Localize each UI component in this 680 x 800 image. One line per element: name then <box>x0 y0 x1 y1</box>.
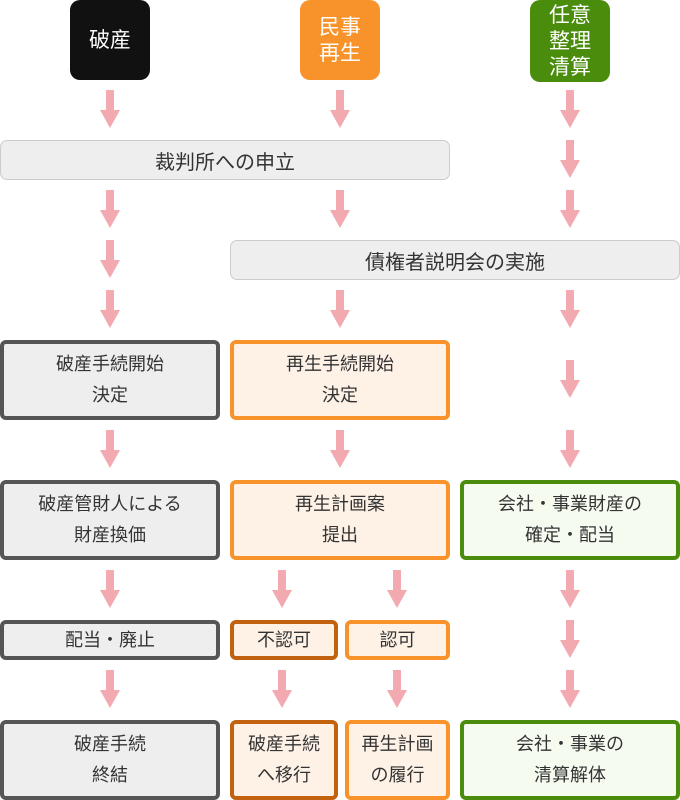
down-arrow-icon <box>330 190 350 228</box>
step-trustee-liquidation-label: 破産管財人による 財産換価 <box>38 494 182 546</box>
down-arrow-icon <box>330 290 350 328</box>
step-rehab-plan-label: 再生計画案 提出 <box>295 494 385 546</box>
step-bankruptcy-start: 破産手続開始 決定 <box>0 340 220 420</box>
header-bankruptcy-label: 破産 <box>89 28 131 52</box>
step-liquidation-dissolution-label: 会社・事業の 清算解体 <box>516 734 624 786</box>
step-to-bankruptcy-label: 破産手続 へ移行 <box>248 734 320 786</box>
down-arrow-icon <box>272 670 292 708</box>
down-arrow-icon <box>560 140 580 178</box>
step-distribution-abolition-label: 配当・廃止 <box>65 629 155 651</box>
down-arrow-icon <box>100 240 120 278</box>
down-arrow-icon <box>100 570 120 608</box>
header-civil-rehabilitation-label: 民事再生 <box>319 15 361 65</box>
step-bankruptcy-start-label: 破産手続開始 決定 <box>56 354 164 406</box>
down-arrow-icon <box>100 190 120 228</box>
step-plan-execution: 再生計画 の履行 <box>345 720 450 800</box>
down-arrow-icon <box>272 570 292 608</box>
down-arrow-icon <box>560 290 580 328</box>
down-arrow-icon <box>387 570 407 608</box>
down-arrow-icon <box>330 430 350 468</box>
step-to-bankruptcy: 破産手続 へ移行 <box>230 720 338 800</box>
down-arrow-icon <box>100 670 120 708</box>
step-approved-label: 認可 <box>379 629 416 651</box>
step-not-approved-label: 不認可 <box>257 629 311 651</box>
step-creditors-meeting: 債権者説明会の実施 <box>230 240 680 280</box>
down-arrow-icon <box>560 360 580 398</box>
step-approved: 認可 <box>345 620 450 660</box>
step-liquidation-dissolution: 会社・事業の 清算解体 <box>460 720 680 800</box>
step-court-petition-label: 裁判所への申立 <box>155 149 295 174</box>
step-plan-execution-label: 再生計画 の履行 <box>361 734 434 786</box>
header-civil-rehabilitation: 民事再生 <box>300 0 380 80</box>
header-voluntary-liquidation: 任意整理清算 <box>530 0 610 82</box>
header-voluntary-liquidation-label: 任意整理清算 <box>549 3 591 79</box>
step-asset-confirm-label: 会社・事業財産の 確定・配当 <box>498 494 642 546</box>
step-rehab-plan: 再生計画案 提出 <box>230 480 450 560</box>
step-asset-confirm: 会社・事業財産の 確定・配当 <box>460 480 680 560</box>
down-arrow-icon <box>100 90 120 128</box>
step-rehab-start: 再生手続開始 決定 <box>230 340 450 420</box>
step-trustee-liquidation: 破産管財人による 財産換価 <box>0 480 220 560</box>
down-arrow-icon <box>560 670 580 708</box>
step-creditors-meeting-label: 債権者説明会の実施 <box>365 249 545 274</box>
step-distribution-abolition: 配当・廃止 <box>0 620 220 660</box>
step-not-approved: 不認可 <box>230 620 338 660</box>
down-arrow-icon <box>100 430 120 468</box>
step-court-petition: 裁判所への申立 <box>0 140 450 180</box>
step-bankruptcy-end-label: 破産手続 終結 <box>74 734 146 786</box>
down-arrow-icon <box>100 290 120 328</box>
header-bankruptcy: 破産 <box>70 0 150 80</box>
down-arrow-icon <box>560 620 580 658</box>
down-arrow-icon <box>560 570 580 608</box>
down-arrow-icon <box>330 90 350 128</box>
down-arrow-icon <box>560 90 580 128</box>
down-arrow-icon <box>560 190 580 228</box>
step-rehab-start-label: 再生手続開始 決定 <box>286 354 394 406</box>
down-arrow-icon <box>387 670 407 708</box>
step-bankruptcy-end: 破産手続 終結 <box>0 720 220 800</box>
down-arrow-icon <box>560 430 580 468</box>
